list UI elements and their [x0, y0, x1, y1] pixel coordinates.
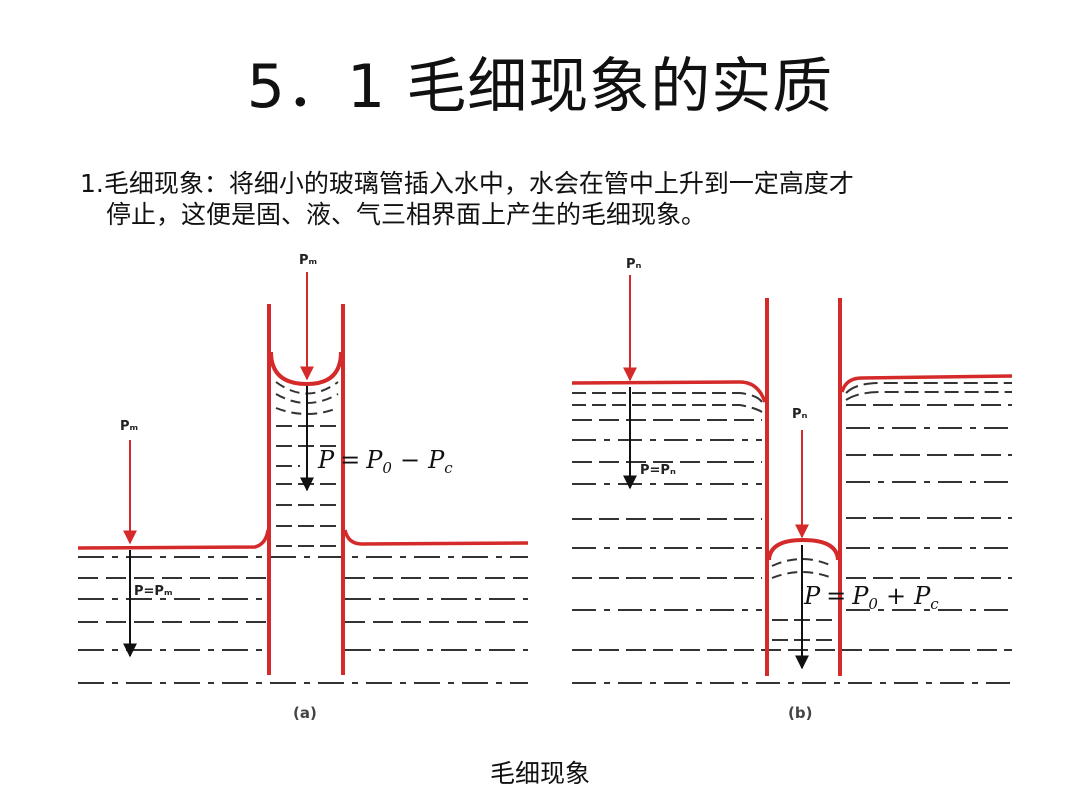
- panel-b-equation: P=P0+Pc: [803, 582, 939, 613]
- panel-a-top-pressure-label: Pₘ: [299, 253, 317, 268]
- definition-text: 1.毛细现象：将细小的玻璃管插入水中，水会在管中上升到一定高度才 停止，这便是固…: [80, 168, 1040, 230]
- panel-b-level-lines: [572, 382, 1012, 684]
- panel-a-label: (a): [293, 704, 317, 722]
- panel-a-left-pressure-label: Pₘ: [120, 419, 138, 434]
- panel-b-liquid-surface-right: [840, 374, 1013, 393]
- figure-caption: 毛细现象: [489, 759, 590, 788]
- slide-title: 5．1 毛细现象的实质: [246, 52, 834, 122]
- panel-b-inner-pressure-label: Pₙ: [792, 407, 808, 422]
- panel-a-liquid-surface-right: [343, 529, 529, 546]
- panel-b-meniscus: [767, 537, 840, 561]
- definition-line-1: 1.毛细现象：将细小的玻璃管插入水中，水会在管中上升到一定高度才: [80, 169, 854, 198]
- panel-a-level-lines: [78, 556, 528, 684]
- panel-a: Pₘ Pₘ P=Pₘ P=P0−Pc (a): [77, 253, 529, 722]
- panel-b: Pₙ Pₙ P=Pₙ P=P0+Pc (b): [571, 257, 1013, 722]
- panel-b-left-label: P=Pₙ: [640, 463, 676, 478]
- panel-b-left-pressure-label: Pₙ: [626, 257, 642, 272]
- panel-b-liquid-surface-left: [571, 380, 767, 403]
- definition-line-2: 停止，这便是固、液、气三相界面上产生的毛细现象。: [106, 200, 707, 229]
- panel-a-meniscus: [269, 351, 343, 387]
- panel-a-bottom-label: P=Pₘ: [134, 584, 173, 599]
- panel-b-label: (b): [788, 704, 812, 722]
- panel-a-liquid-surface-left: [77, 529, 270, 550]
- panel-a-equation: P=P0−Pc: [317, 446, 453, 477]
